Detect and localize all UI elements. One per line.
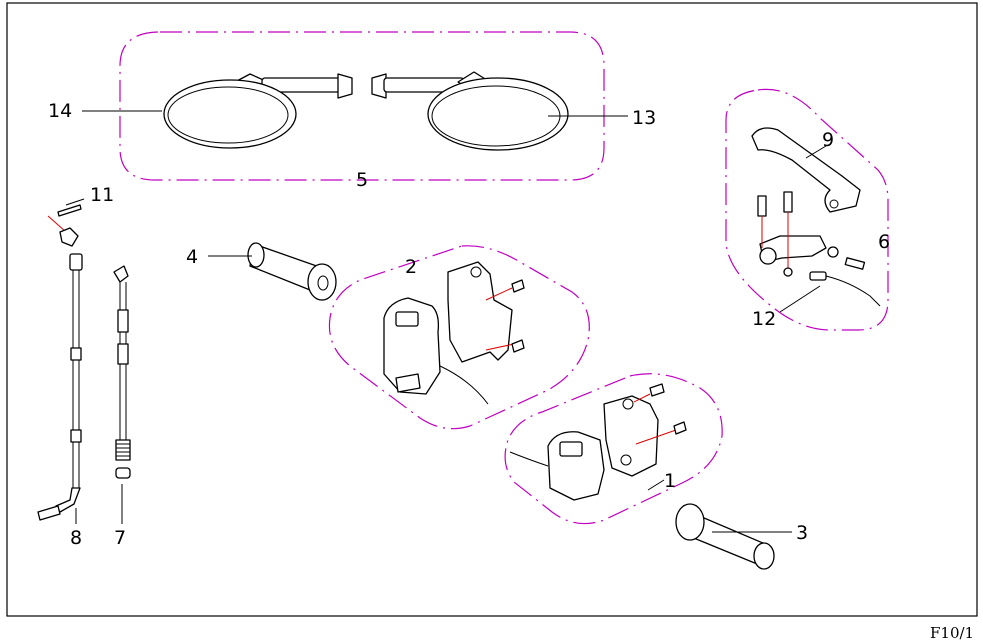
mirror-left [163,73,353,149]
diagram-frame [6,2,978,617]
group-outline-switch-right [504,373,723,525]
cable-7 [113,265,131,479]
lever-bracket [757,191,866,277]
callout-9: 9 [822,129,834,151]
mirror-right [371,71,569,151]
callout-1: 1 [664,470,676,492]
throttle-cable-8 [37,215,83,521]
switch-housing-right [509,383,687,501]
brake-lever [751,127,861,213]
screw-11 [57,204,82,217]
group-outline-mirrors [119,31,605,181]
callout-5: 5 [356,169,368,191]
brake-switch [809,271,881,307]
callout-7: 7 [114,527,126,549]
callout-2: 2 [405,256,417,278]
switch-housing-left [383,261,525,405]
group-outline-lever [725,88,889,331]
grip-right-3 [675,503,775,570]
callout-11: 11 [90,184,114,206]
callout-8: 8 [70,527,82,549]
callout-13: 13 [632,107,656,129]
callout-14: 14 [48,100,72,122]
group-outline-switch-left [328,245,590,430]
callout-4: 4 [186,246,198,268]
callout-6: 6 [878,231,890,253]
callout-12: 12 [752,308,776,330]
page-code: F10/1 [930,624,974,642]
callout-3: 3 [796,522,808,544]
grip-left-4 [247,242,337,301]
